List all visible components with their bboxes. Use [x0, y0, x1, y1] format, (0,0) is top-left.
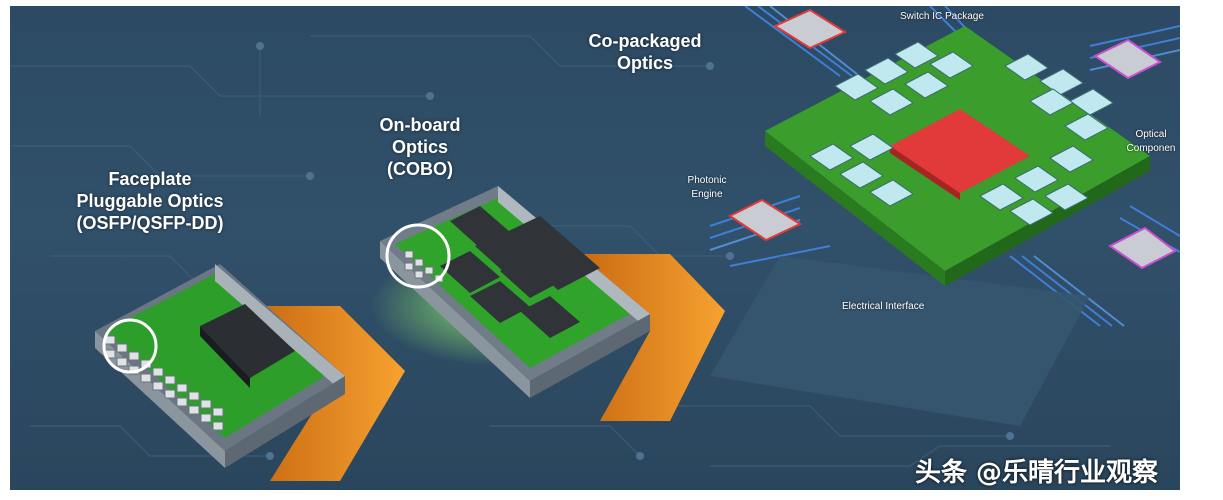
onboard-module	[370, 186, 650, 398]
faceplate-module	[95, 264, 345, 468]
diagram-canvas: Faceplate Pluggable Optics (OSFP/QSFP-DD…	[10, 6, 1180, 490]
label-optical-components: Optical Componen	[1122, 128, 1180, 156]
label-onboard-line3: (COBO)	[387, 159, 453, 179]
label-onboard-line1: On-board	[379, 115, 461, 135]
switch-ic-chip	[890, 109, 1030, 193]
optics-evolution-illustration	[10, 6, 1180, 481]
faceplate-ports	[104, 335, 224, 431]
label-onboard-optics: On-board Optics (COBO)	[345, 114, 495, 180]
label-faceplate-line1: Faceplate	[108, 169, 192, 189]
label-photonic-line2: Engine	[691, 189, 723, 200]
switch-package	[728, 8, 1177, 286]
label-optical-line1: Optical	[1135, 129, 1167, 140]
label-switch-ic-package: Switch IC Package	[900, 11, 984, 22]
faceplate-highlight-circle	[102, 318, 158, 374]
faceplate-chip	[200, 304, 295, 378]
optical-components	[728, 8, 1177, 270]
electrical-interface-grid	[710, 256, 1090, 426]
watermark-text: 头条 @乐晴行业观察	[915, 458, 1159, 488]
arrow-right-2	[580, 254, 725, 421]
label-copackaged-line1: Co-packaged	[588, 31, 702, 51]
label-electrical-interface: Electrical Interface	[842, 301, 925, 312]
photonic-engines	[809, 41, 1114, 226]
trace-vias	[256, 42, 1014, 460]
label-faceplate-line3: (OSFP/QSFP-DD)	[76, 213, 224, 233]
label-faceplate-pluggable-optics: Faceplate Pluggable Optics (OSFP/QSFP-DD…	[40, 168, 260, 234]
label-copackaged-optics: Co-packaged Optics	[570, 30, 720, 74]
label-copackaged-line2: Optics	[616, 53, 673, 73]
label-photonic-engine: Photonic Engine	[682, 174, 732, 202]
label-photonic-line1: Photonic	[687, 175, 727, 186]
label-onboard-line2: Optics	[391, 137, 448, 157]
onboard-chips	[440, 206, 600, 338]
label-faceplate-line2: Pluggable Optics	[76, 191, 224, 211]
label-optical-line2: Componen	[1126, 143, 1176, 154]
onboard-highlight-circle	[385, 223, 451, 289]
